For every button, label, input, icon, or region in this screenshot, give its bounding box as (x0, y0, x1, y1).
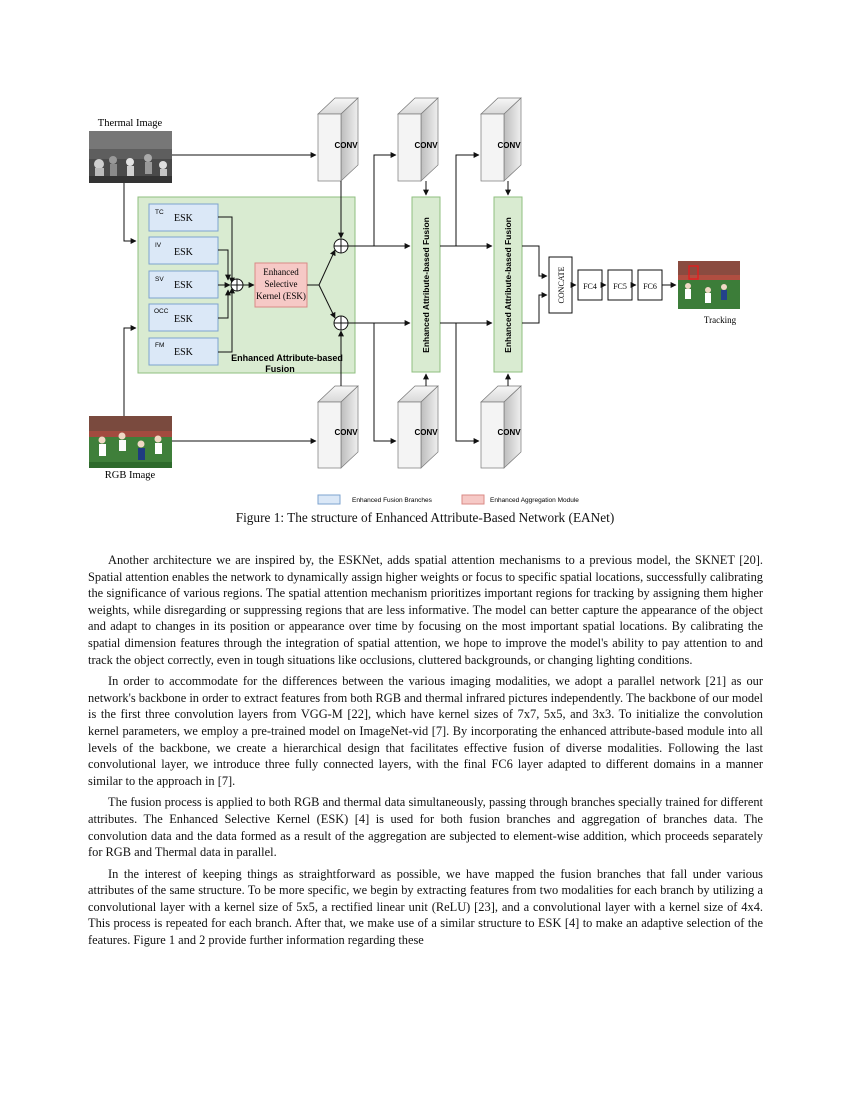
fusion-container-label-line2: Fusion (265, 364, 295, 374)
esk-branch-iv: IV ESK (148, 236, 219, 265)
conv-label-rgb-2: CONV (414, 428, 438, 437)
flow-arrows (123, 152, 677, 444)
vertical-fusion-module-1: Enhanced Attribute-based Fusion (411, 196, 441, 373)
legend-label-branches: Enhanced Fusion Branches (352, 497, 433, 504)
fusion-container-label-line1: Enhanced Attribute-based (231, 353, 343, 363)
conv-block-rgb-2: CONV (397, 385, 439, 469)
paragraph-2: In order to accommodate for the differen… (88, 674, 763, 788)
esk-label-sv: ESK (174, 280, 194, 291)
fc4-label: FC4 (583, 282, 597, 291)
branch-tag-tc: TC (155, 209, 164, 216)
esk-label-occ: ESK (174, 314, 194, 325)
conv-block-thermal-3: CONV (480, 97, 522, 182)
rgb-image-label: RGB Image (105, 470, 156, 481)
body-text: Another architecture we are inspired by,… (88, 552, 763, 954)
conv-label-rgb-1: CONV (334, 428, 358, 437)
conv-label-thermal-2: CONV (414, 141, 438, 150)
esk-branch-tc: TC ESK (148, 203, 219, 232)
legend-swatch-aggregation (461, 494, 485, 505)
esk-module-line3: Kernel (ESK) (256, 291, 306, 301)
legend: Enhanced Fusion Branches Enhanced Aggreg… (317, 494, 579, 505)
branch-sum-operator (230, 278, 244, 292)
branch-tag-fm: FM (155, 342, 164, 349)
thermal-image-label: Thermal Image (98, 118, 163, 129)
paragraph-3: The fusion process is applied to both RG… (88, 795, 763, 860)
esk-label-iv: ESK (174, 247, 194, 258)
fc4-block: FC4 (577, 269, 603, 301)
enhanced-selective-kernel-module: Enhanced Selective Kernel (ESK) (254, 262, 308, 308)
thermal-image (89, 131, 172, 183)
legend-label-aggregation: Enhanced Aggregation Module (490, 497, 579, 504)
aggregation-output-lines (307, 249, 336, 319)
concat-block: CONCATE (548, 256, 573, 314)
esk-module-line1: Enhanced (263, 267, 299, 277)
esk-branch-fm: FM ESK (148, 337, 219, 366)
rgb-sum-operator (333, 315, 349, 331)
esk-branch-occ: OCC ESK (148, 303, 219, 332)
tracking-output-image (678, 261, 740, 309)
eanet-architecture-diagram: Thermal Image RGB Image Tracking Enha (89, 97, 740, 505)
fc6-block: FC6 (637, 269, 663, 301)
esk-label-fm: ESK (174, 347, 194, 358)
fc5-block: FC5 (607, 269, 633, 301)
conv-block-thermal-2: CONV (397, 97, 439, 182)
paragraph-1: Another architecture we are inspired by,… (88, 553, 763, 667)
fc5-label: FC5 (613, 282, 627, 291)
branch-tag-sv: SV (155, 276, 164, 283)
conv-block-rgb-3: CONV (480, 385, 522, 469)
figure-caption: Figure 1: The structure of Enhanced Attr… (235, 510, 615, 525)
vertical-fusion-label-1: Enhanced Attribute-based Fusion (421, 217, 431, 353)
conv-label-rgb-3: CONV (497, 428, 521, 437)
esk-label-tc: ESK (174, 213, 194, 224)
conv-label-thermal-3: CONV (497, 141, 521, 150)
esk-branch-sv: SV ESK (148, 270, 219, 299)
tracking-bounding-box (688, 265, 699, 280)
legend-swatch-branches (317, 494, 341, 505)
branch-tag-occ: OCC (154, 308, 169, 315)
conv-block-rgb-1: CONV (317, 385, 359, 469)
tracking-label: Tracking (704, 315, 737, 325)
thermal-sum-operator (333, 238, 349, 254)
esk-module-line2: Selective (265, 279, 298, 289)
rgb-image (89, 416, 172, 468)
conv-block-thermal-1: CONV (317, 97, 359, 182)
vertical-fusion-module-2: Enhanced Attribute-based Fusion (493, 196, 523, 373)
branch-aggregation-lines (218, 216, 235, 353)
concat-label: CONCATE (557, 266, 566, 303)
conv-label-thermal-1: CONV (334, 141, 358, 150)
branch-tag-iv: IV (155, 242, 162, 249)
vertical-fusion-label-2: Enhanced Attribute-based Fusion (503, 217, 513, 353)
fc6-label: FC6 (643, 282, 657, 291)
paragraph-4: In the interest of keeping things as str… (88, 866, 763, 948)
